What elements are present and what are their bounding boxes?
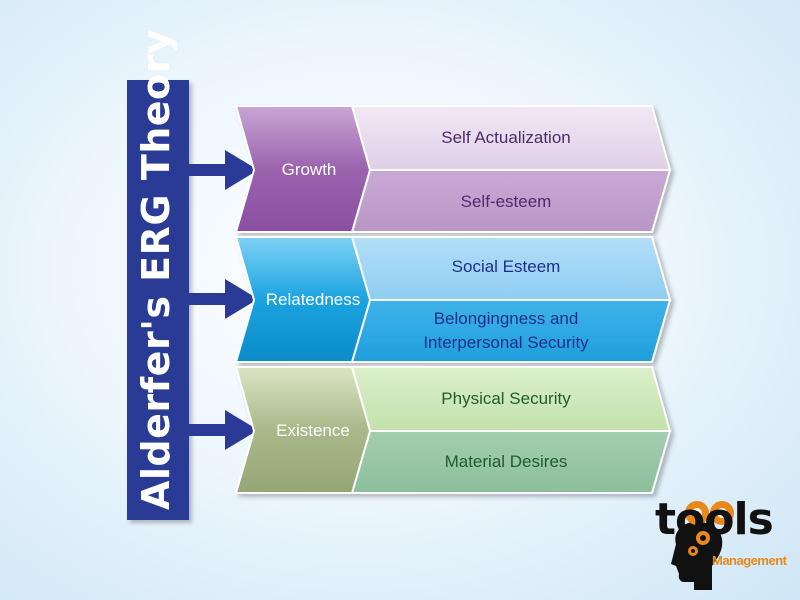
existence-chevron — [234, 366, 372, 494]
item-physical-security: Physical Security — [441, 389, 571, 408]
category-existence-label: Existence — [276, 421, 350, 440]
logo-word: tools — [655, 494, 774, 545]
diagram-title: Alderfer's ERG Theory — [134, 28, 178, 510]
item-self-esteem: Self-esteem — [460, 192, 552, 211]
arrow-relatedness — [189, 279, 258, 319]
row-relatedness — [234, 236, 672, 363]
item-belongingness: Belongingness and Interpersonal Security — [423, 309, 589, 352]
item-material-desires: Material Desires — [444, 452, 568, 471]
gears-head-icon — [671, 501, 734, 590]
category-relatedness-label: Relatedness — [265, 290, 361, 309]
row-growth — [234, 105, 672, 233]
title-bar — [127, 80, 189, 520]
logo-sub: Management — [712, 553, 787, 568]
growth-chevron — [234, 105, 372, 233]
item-social-esteem: Social Esteem — [451, 257, 561, 276]
arrow-existence — [189, 410, 258, 450]
row-existence — [234, 366, 672, 494]
item-self-actualization: Self Actualization — [441, 128, 571, 147]
arrow-growth — [189, 150, 258, 190]
category-growth-label: Growth — [281, 160, 337, 179]
relatedness-chevron — [234, 236, 372, 363]
